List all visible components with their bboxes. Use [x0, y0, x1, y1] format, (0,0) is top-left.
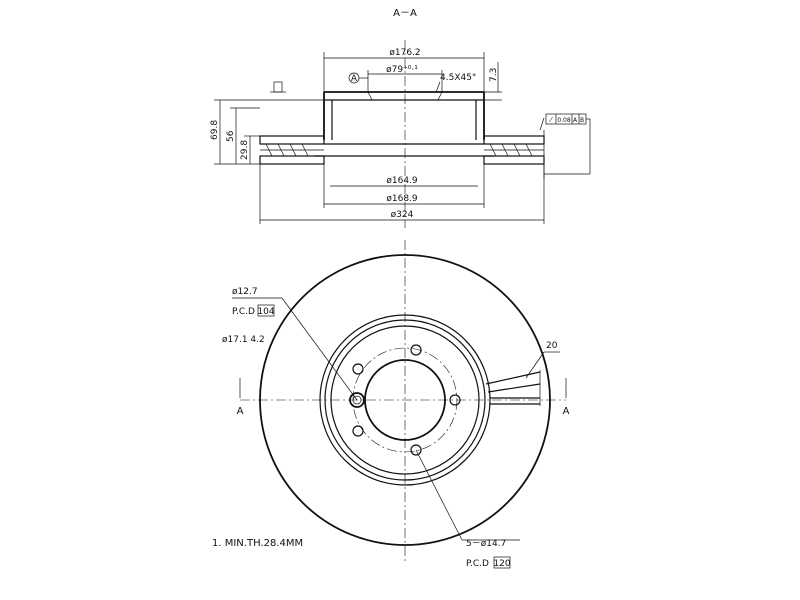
pcd1-prefix: P.C.D: [232, 307, 255, 317]
dim-h698: 69.8: [210, 120, 220, 140]
bolt-spec-label: 5－ø14.7: [466, 539, 506, 549]
vent-slot-cutaway: [485, 370, 541, 406]
tolerance-frame: ⁄ 0.08 A B: [539, 113, 591, 178]
dim-d73: 7.3: [489, 68, 499, 82]
svg-text:A: A: [573, 117, 578, 124]
pcd2-prefix: P.C.D: [466, 559, 489, 569]
section-title: A－A: [393, 8, 417, 19]
bolt-hole: [352, 425, 364, 437]
svg-text:⁄: ⁄: [548, 116, 553, 124]
dim-chamfer: 4.5X45°: [440, 73, 476, 83]
dim-d176: ø176.2: [389, 48, 420, 58]
slot-width-label: 20: [546, 341, 558, 351]
bolt-hole: [410, 344, 422, 356]
datum-b-marker: [273, 81, 283, 93]
section-a-right: A: [563, 406, 570, 417]
dim-d1689: ø168.9: [386, 194, 418, 204]
hole-spec-label: ø17.1 4.2: [222, 335, 265, 345]
hat-outer: [319, 314, 491, 486]
pcd1-box: [257, 304, 275, 317]
locator-hole-inner: [352, 395, 362, 405]
vane-hatching: [265, 143, 533, 157]
flange: [330, 325, 480, 475]
svg-text:B: B: [580, 117, 584, 124]
locator-hole: [349, 392, 365, 408]
dim-d1649: ø164.9: [386, 176, 418, 186]
bolt-hole: [449, 394, 461, 406]
outer-rim: [259, 254, 551, 546]
pcd2-box: [493, 556, 511, 569]
pcd1-value: 104: [257, 307, 274, 317]
svg-text:0.08: 0.08: [557, 117, 571, 124]
pcd2-value: 120: [493, 559, 510, 569]
bolt-hole: [410, 444, 422, 456]
hat-inner: [324, 319, 486, 481]
section-a-left: A: [237, 406, 244, 417]
dim-h56: 56: [226, 130, 236, 142]
bolt-hole: [352, 363, 364, 375]
min-thickness-note: 1. MIN.TH.28.4MM: [212, 538, 303, 549]
datum-a-label: A: [351, 74, 358, 84]
center-bore: [364, 359, 446, 441]
dim-d79: ø79⁺⁰·¹: [386, 65, 418, 75]
dim-h298: 29.8: [240, 140, 250, 160]
hole-diameter-label: ø12.7: [232, 287, 258, 297]
front-view: A A ø12.7 P.C.D 104 ø17.1 4.2 20 5－ø14.7…: [222, 240, 570, 569]
dim-d324: ø324: [391, 210, 414, 220]
side-section-view: ø176.2 ø79⁺⁰·¹ A 4.5X45° 7.3 69.8 56 29.…: [210, 40, 591, 228]
